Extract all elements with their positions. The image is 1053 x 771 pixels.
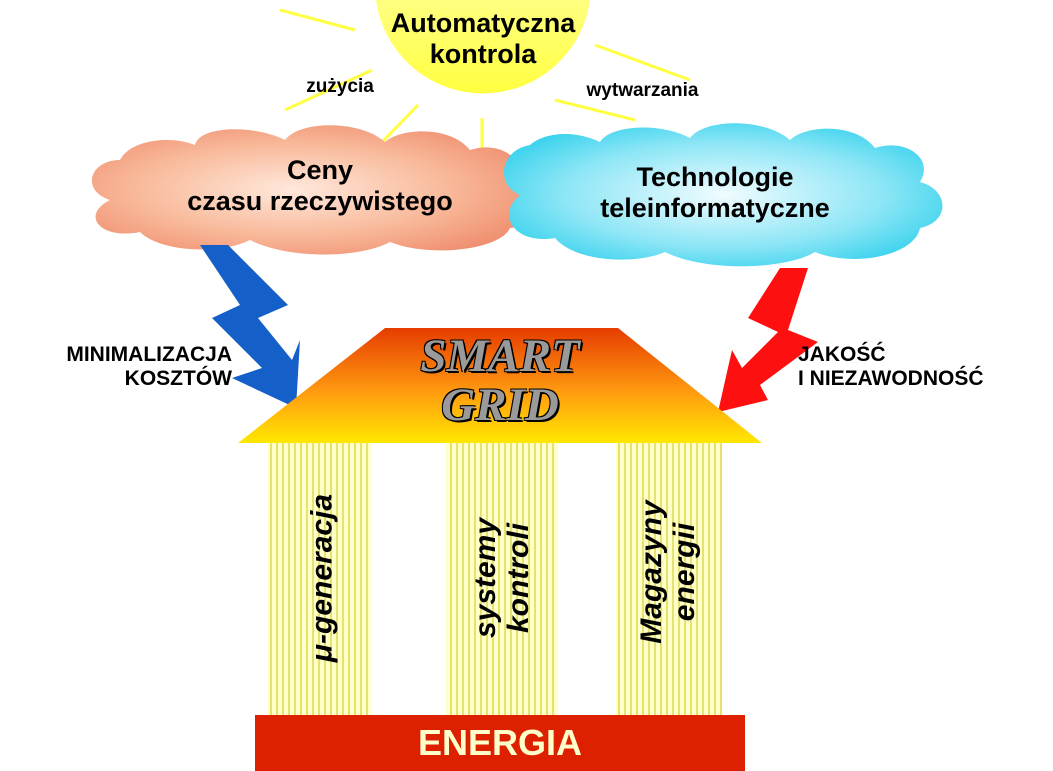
base-shape: [255, 715, 745, 771]
base-label: ENERGIA: [417, 722, 583, 763]
pillar-2-shape: [446, 443, 558, 715]
pillar-3-line2: energii: [668, 522, 701, 622]
ray-label-right: wytwarzania: [586, 80, 699, 101]
sun-shape: [376, 0, 590, 94]
ray-label-left: zużycia: [306, 76, 374, 97]
cloud-right-text: Technologie teleinformatyczne: [535, 162, 895, 224]
roof-line1: SMART: [420, 330, 580, 382]
arrow-right-label: JAKOŚĆ I NIEZAWODNOŚĆ: [798, 343, 1048, 391]
cloud-right-line2: teleinformatyczne: [600, 193, 830, 224]
pillar-3-label: Magazyny energii: [635, 500, 701, 643]
sun-line1: Automatyczna: [390, 8, 576, 38]
pillar-3-line1: Magazyny: [635, 500, 668, 644]
pillar-2-line1: systemy: [469, 517, 502, 639]
roof-line2: GRID: [441, 379, 559, 432]
sun-title: Automatyczna kontrola: [370, 8, 596, 70]
sun-line2: kontrola: [429, 39, 537, 70]
cloud-left-line2: czasu rzeczywistego: [187, 186, 453, 217]
cloud-right-line1: Technologie: [636, 162, 794, 192]
arrow-left-label: MINIMALIZACJA KOSZTÓW: [0, 343, 232, 391]
cloud-left-text: Ceny czasu rzeczywistego: [130, 155, 510, 217]
arrow-left-line2: KOSZTÓW: [124, 367, 232, 391]
cloud-right-shape: [503, 123, 943, 267]
roof-shape: [238, 328, 762, 443]
cloud-left-shape: [91, 125, 537, 255]
arrow-right-line2: I NIEZAWODNOŚĆ: [798, 367, 984, 391]
pillar-2-label: systemy kontroli: [469, 518, 535, 638]
roof-title: SMART GRID: [360, 330, 640, 432]
pillar-1-label: μ-generacja: [306, 494, 339, 662]
arrow-left-shape: [200, 245, 300, 408]
sun-rays: [279, 8, 691, 172]
arrow-left-line1: MINIMALIZACJA: [66, 343, 232, 366]
pillar-1-line1: μ-generacja: [305, 493, 339, 663]
arrow-right-shape: [718, 268, 818, 412]
arrow-right-line1: JAKOŚĆ: [798, 343, 886, 366]
cloud-left-line1: Ceny: [286, 155, 354, 185]
pillar-3-shape: [616, 443, 722, 715]
pillar-2-line2: kontroli: [502, 523, 535, 633]
pillar-1-shape: [268, 443, 371, 715]
